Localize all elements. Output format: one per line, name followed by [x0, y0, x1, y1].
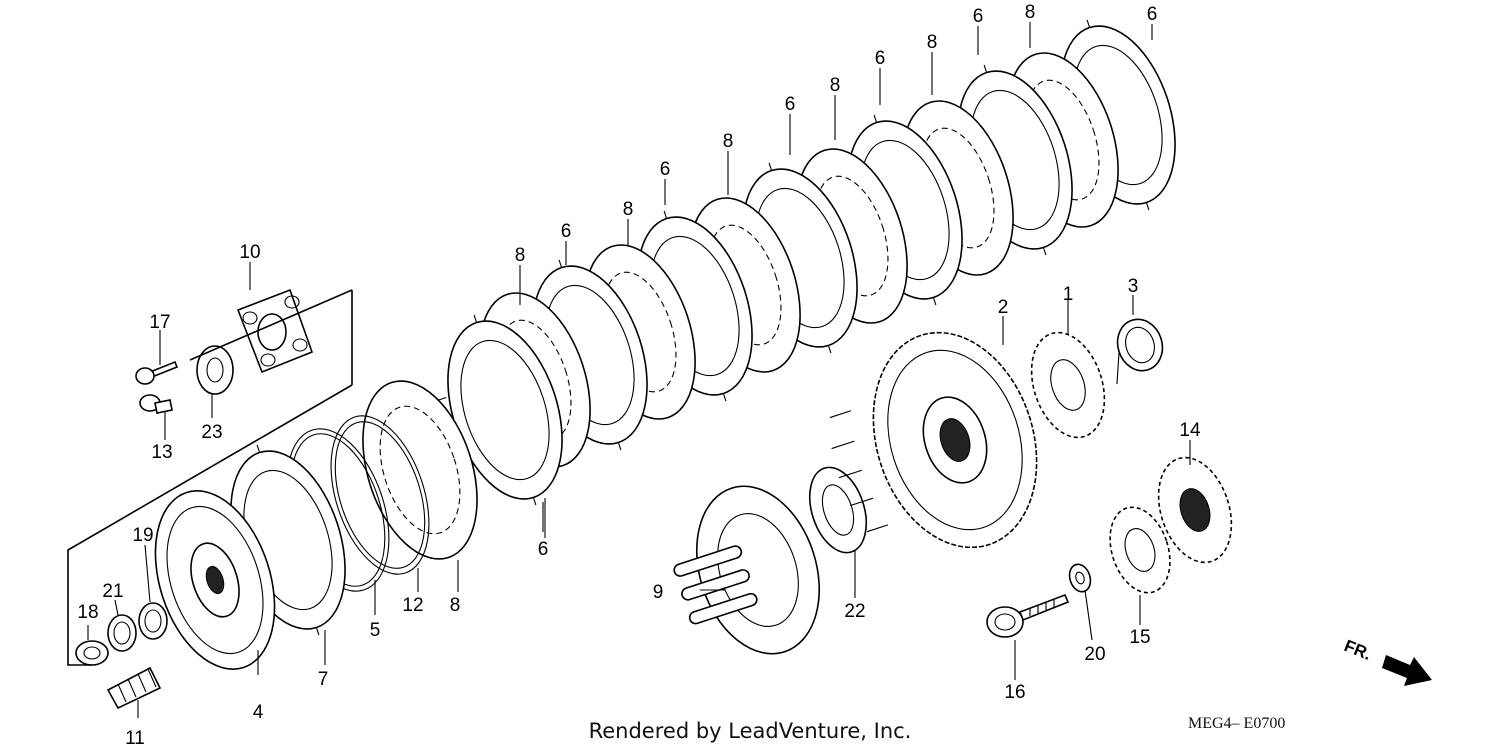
leader-lines-plates [519, 22, 1153, 532]
oil-pump-drive-sprocket [1030, 331, 1106, 439]
callout-6: 6 [785, 94, 796, 115]
callout-13: 13 [151, 442, 172, 463]
callout-8: 8 [515, 245, 526, 266]
callout-19: 19 [132, 525, 153, 546]
front-arrow-icon [1382, 655, 1432, 686]
callout-23: 23 [201, 422, 222, 443]
callout-8: 8 [623, 199, 634, 220]
callout-8: 8 [1025, 2, 1036, 23]
front-direction-indicator: FR. [1342, 636, 1432, 686]
callout-20: 20 [1084, 644, 1105, 665]
lifter-bearing-group [135, 288, 314, 414]
callout-16: 16 [1004, 682, 1025, 703]
callout-6: 6 [1147, 4, 1158, 25]
callout-21: 21 [102, 581, 123, 602]
primary-drive-gear [1157, 456, 1233, 564]
judder-spring-12 [330, 415, 430, 575]
callout-9: 9 [653, 582, 664, 603]
callout-6: 6 [660, 159, 671, 180]
flange-bolt-16 [986, 593, 1070, 638]
callout-6: 6 [538, 539, 549, 560]
callout-5: 5 [370, 620, 381, 641]
callout-22: 22 [844, 601, 865, 622]
callout-8: 8 [450, 595, 461, 616]
washer-20 [1068, 563, 1092, 593]
clutch-spring-11 [106, 666, 162, 710]
render-credit: Rendered by LeadVenture, Inc. [589, 719, 912, 743]
callout-7: 7 [318, 669, 329, 690]
callout-labels: 1 2 3 4 5 7 9 10 11 12 13 14 15 16 17 18… [77, 2, 1201, 749]
callout-12: 12 [402, 595, 423, 616]
callout-11: 11 [125, 728, 145, 749]
washer-19 [138, 602, 168, 640]
callout-3: 3 [1128, 276, 1139, 297]
oil-pump-driven-sprocket [1109, 506, 1171, 594]
steel-plate [362, 380, 478, 560]
callout-6: 6 [973, 6, 984, 27]
callout-6: 6 [561, 221, 572, 242]
callout-8: 8 [927, 32, 938, 53]
callout-1: 1 [1063, 284, 1074, 305]
clutch-outer-guide [1116, 318, 1164, 385]
lifter-plate [673, 485, 821, 655]
callout-18: 18 [77, 602, 98, 623]
clutch-plate-stack [221, 19, 1176, 636]
group-bracket [67, 289, 353, 666]
callout-6: 6 [875, 48, 886, 69]
callout-14: 14 [1179, 420, 1201, 441]
washer-21 [107, 614, 137, 652]
callout-10: 10 [239, 242, 260, 263]
fr-label: FR. [1342, 636, 1375, 664]
pressure-plate [154, 490, 276, 670]
clutch-nut-18 [75, 640, 109, 666]
callout-8: 8 [830, 75, 841, 96]
leader-lines [87, 262, 1191, 718]
callout-17: 17 [149, 312, 170, 333]
callout-8: 8 [723, 131, 734, 152]
clutch-outer [829, 331, 1038, 549]
callout-15: 15 [1129, 627, 1150, 648]
drawing-code: MEG4– E0700 [1188, 715, 1285, 732]
callout-2: 2 [998, 297, 1009, 318]
callout-4: 4 [253, 702, 264, 723]
